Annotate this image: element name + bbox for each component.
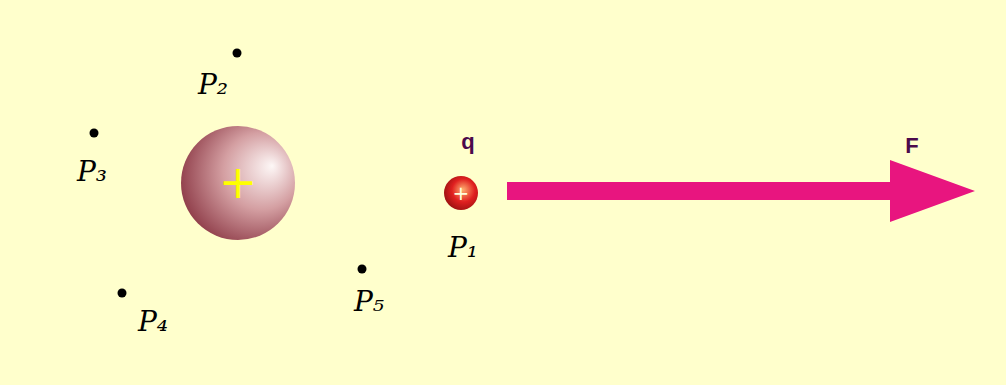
point-dot xyxy=(358,265,367,274)
point-dot xyxy=(233,49,242,58)
point-label: P₅ xyxy=(354,288,384,316)
test-charge-circle xyxy=(444,176,478,210)
source-sphere: + xyxy=(181,126,295,240)
point-label: P₃ xyxy=(77,158,107,186)
source-sphere-circle xyxy=(181,126,295,240)
point-label: P₁ xyxy=(448,234,478,262)
point-label: P₂ xyxy=(198,71,228,99)
point-label: P₄ xyxy=(138,308,168,336)
charge-label: q xyxy=(461,131,474,153)
test-charge: + xyxy=(444,176,478,210)
force-arrow xyxy=(507,160,975,222)
point-dot xyxy=(90,129,99,138)
charge-sign: + xyxy=(219,159,258,205)
charge-sign: + xyxy=(453,183,470,203)
force-label: F xyxy=(905,135,918,157)
point-dot xyxy=(118,289,127,298)
